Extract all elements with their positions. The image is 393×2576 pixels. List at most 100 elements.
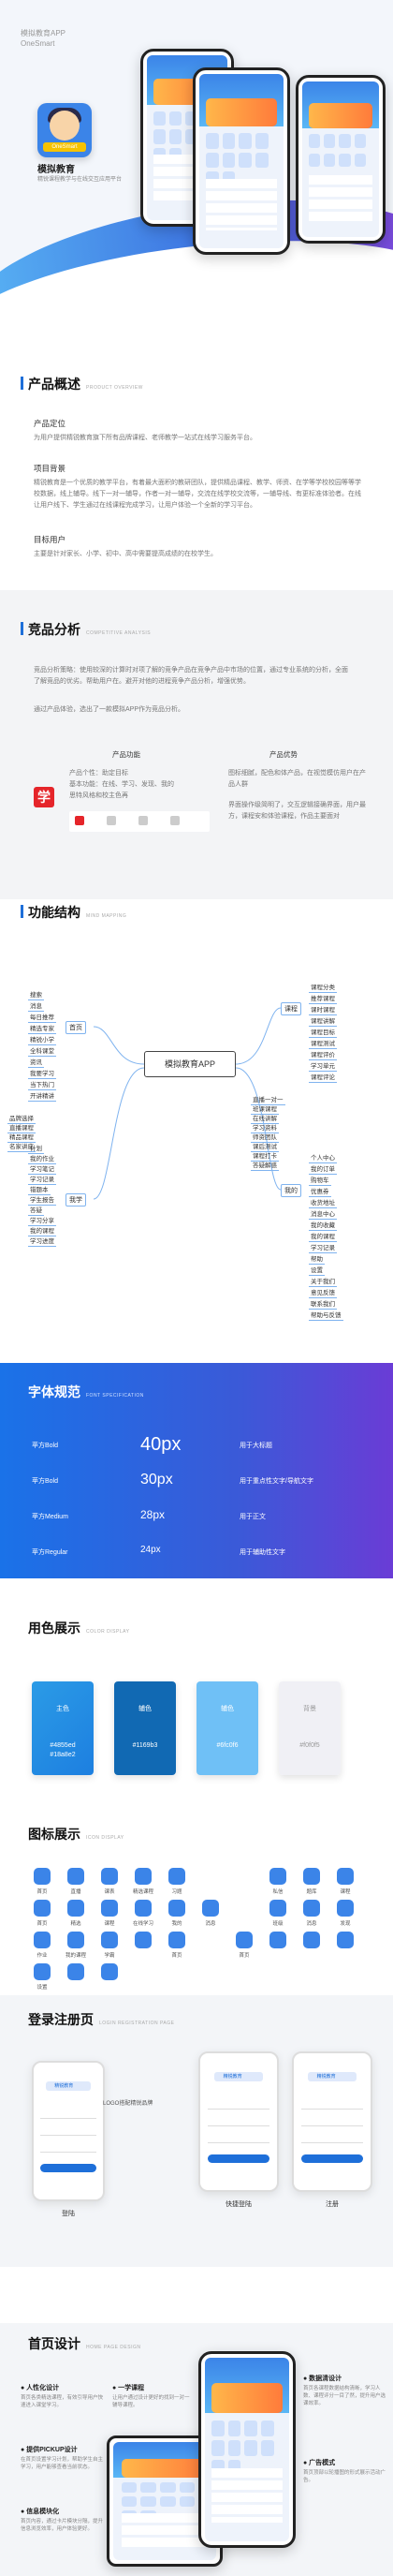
mindmap-node-home-sub: 品牌选择 — [7, 1116, 36, 1124]
icon-item — [337, 1932, 354, 1948]
icon-item: 在线学习 — [133, 1900, 160, 1927]
swatch-name: 辅色 — [221, 1706, 234, 1712]
login-phone: 精锐教育 — [198, 2051, 279, 2192]
mindmap-node-mine: 联系我们 — [309, 1301, 337, 1310]
app-icon — [34, 1900, 51, 1917]
mindmap-node-home: 搜索 — [28, 992, 44, 1000]
login-input — [40, 2131, 96, 2136]
app-icon — [337, 1932, 354, 1948]
font-row-desc: 用于辅助性文字 — [240, 1549, 285, 1556]
competitor-logo-icon: 学 — [34, 787, 54, 807]
icon-item: 首页 — [168, 1932, 194, 1959]
overview-item-1-title: 产品定位 — [34, 419, 66, 428]
app-icon — [202, 1900, 219, 1917]
login-logo-text: 精锐教育 — [54, 2083, 74, 2090]
app-icon — [67, 1868, 84, 1885]
app-icon — [135, 1900, 152, 1917]
icon-item: 学霸 — [101, 1932, 126, 1959]
func-line-3: 思特风格和校主色再 — [69, 792, 128, 799]
login-input — [208, 2122, 269, 2126]
icon-label: 首页 — [239, 1953, 250, 1959]
icon-item: 我的 — [168, 1900, 194, 1927]
func-line-1: 产品个性：助定目标 — [69, 770, 128, 777]
app-icon — [269, 1868, 286, 1885]
mindmap-node-study: 我的课程 — [28, 1228, 56, 1236]
mindmap-node-course: 推荐课程 — [309, 996, 337, 1004]
mindmap-node-study: 我的作业 — [28, 1156, 56, 1164]
font-row-desc: 用于大标题 — [240, 1443, 272, 1449]
mindmap-node-course-sub: 课后测试 — [251, 1144, 279, 1152]
login-input — [301, 2105, 363, 2110]
mindmap-node-mine: 学习记录 — [309, 1245, 337, 1253]
login-heading-en: LOGIN REGISTRATION PAGE — [99, 2021, 175, 2026]
mindmap-node-study: 答疑 — [28, 1207, 44, 1216]
login-phone: 精锐教育 — [32, 2061, 105, 2201]
swatch-name: 主色 — [56, 1706, 69, 1712]
login-logo — [213, 2072, 264, 2082]
home-phone-2 — [198, 2351, 296, 2548]
icon-item: 发现 — [337, 1900, 362, 1927]
swatch-name: 背景 — [303, 1706, 316, 1712]
mindmap-node-study: 错题本 — [28, 1187, 51, 1195]
icon-label: 在线学习 — [132, 1921, 153, 1927]
icon-label: 题库 — [306, 1889, 317, 1895]
login-logo — [46, 2081, 91, 2092]
icon-label: 学霸 — [104, 1953, 115, 1959]
color-swatch: 辅色 #6fc0f6 — [196, 1681, 258, 1775]
logo-face — [50, 111, 80, 141]
mindmap-node-home: 精锐小学 — [28, 1037, 56, 1045]
mindmap-node-home: 精选专家 — [28, 1026, 56, 1034]
app-icon — [168, 1932, 185, 1948]
mindmap-node-mine: 我的课程 — [309, 1234, 337, 1242]
overview-item-1-text: 为用户提供精锐教育旗下所有品牌课程、老师教学一站式在线学习服务平台。 — [34, 435, 256, 441]
mindmap-node-mine: 我的订单 — [309, 1166, 337, 1175]
login-callout: LOGO搭配精锐品牌 — [103, 2101, 153, 2107]
font-row-name: 苹方Bold — [32, 1443, 59, 1449]
mindmap-node-home: 每日推荐 — [28, 1014, 56, 1023]
mindmap-lines — [93, 1007, 282, 1200]
mindmap-node-course: 课程目标 — [309, 1029, 337, 1038]
icon-item — [135, 1932, 152, 1948]
home-note-text: 首页各课程数据结构清晰，学习人数、课程评分一目了然，提升用户选课效率。 — [303, 2386, 386, 2406]
home-note-text: 首页内容，通过卡片模块分隔，提升信息浏览效率，用户体验更好。 — [21, 2519, 104, 2532]
login-logo-text: 精锐教育 — [223, 2074, 242, 2080]
login-button — [40, 2164, 96, 2173]
branch-study: 我学 — [66, 1193, 86, 1207]
icon-item: 消息 — [303, 1900, 328, 1927]
mindmap-center: 模拟教育APP — [144, 1051, 236, 1077]
login-button — [208, 2154, 269, 2164]
mindmap-node-course-sub: 班课课程 — [251, 1106, 279, 1115]
icon-label: 首页 — [171, 1953, 182, 1959]
icon-item — [269, 1932, 286, 1948]
icon-item: 班级 — [269, 1900, 295, 1927]
app-icon — [168, 1900, 185, 1917]
mindmap-node-home: 全科课堂 — [28, 1048, 56, 1057]
login-input — [208, 2105, 269, 2110]
login-phone: 精锐教育 — [292, 2051, 372, 2192]
home-note-text: 在首页设置学习计划，帮助学生自主学习，用户能够查看当前状态。 — [21, 2457, 104, 2470]
font-row-size: 30px — [140, 1471, 173, 1488]
cover-subtitle: OneSmart — [21, 39, 55, 48]
app-icon — [168, 1868, 185, 1885]
icon-item: 首页 — [34, 1868, 59, 1895]
mindmap-node-course-sub: 师资团队 — [251, 1134, 279, 1143]
icon-label: 课程 — [104, 1921, 115, 1927]
app-icon — [337, 1900, 354, 1917]
adv-line-1: 图标细腻，配色和体产品，在视觉模仿用户在产品人群 — [228, 770, 366, 788]
mindmap-node-course-sub: 课程打卡 — [251, 1153, 279, 1162]
home-note-title: ● 一学课程 — [112, 2385, 145, 2391]
icon-label: 首页 — [36, 1921, 48, 1927]
cover-title: 模拟教育APP OneSmart — [21, 28, 66, 49]
color-swatch: 主色#4855ed #18a8e2 — [32, 1681, 94, 1775]
app-icon — [67, 1963, 84, 1980]
icon-label: 我的 — [171, 1921, 182, 1927]
icon-label: 习题 — [171, 1889, 182, 1895]
mindmap-node-course: 学习单元 — [309, 1063, 337, 1072]
mindmap-node-mine: 我的收藏 — [309, 1222, 337, 1231]
login-input — [40, 2114, 96, 2120]
function-bar — [21, 905, 23, 918]
swatch-hex: #6fc0f6 — [216, 1742, 239, 1749]
login-input — [301, 2122, 363, 2126]
app-icon — [67, 1932, 84, 1948]
mindmap-node-course: 课时课程 — [309, 1007, 337, 1015]
